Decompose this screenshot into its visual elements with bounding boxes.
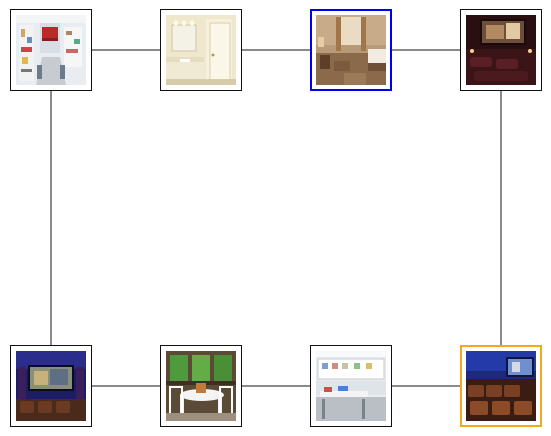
room-node-n5[interactable] (10, 345, 92, 427)
kitchen-image (16, 15, 86, 85)
connector-n6-n7 (242, 385, 310, 387)
home-theater-seating-image (466, 351, 536, 421)
room-node-n2[interactable] (160, 9, 242, 91)
home-theater-red-image (466, 15, 536, 85)
bathroom-image (166, 15, 236, 85)
home-theater-blue-image (16, 351, 86, 421)
connector-n7-n8 (392, 385, 460, 387)
connector-n1-n5 (50, 91, 52, 345)
room-node-n6[interactable] (160, 345, 242, 427)
hotel-room-image (316, 15, 386, 85)
room-node-n1[interactable] (10, 9, 92, 91)
connector-n3-n4 (392, 49, 460, 51)
room-node-n4[interactable] (460, 9, 542, 91)
room-node-n8[interactable] (460, 345, 542, 427)
connector-n1-n2 (92, 49, 160, 51)
room-node-n7[interactable] (310, 345, 392, 427)
connector-n2-n3 (242, 49, 310, 51)
room-node-n3[interactable] (310, 9, 392, 91)
craft-room-image (316, 351, 386, 421)
connector-n4-n8 (500, 91, 502, 345)
connector-n5-n6 (92, 385, 160, 387)
sunroom-dining-image (166, 351, 236, 421)
